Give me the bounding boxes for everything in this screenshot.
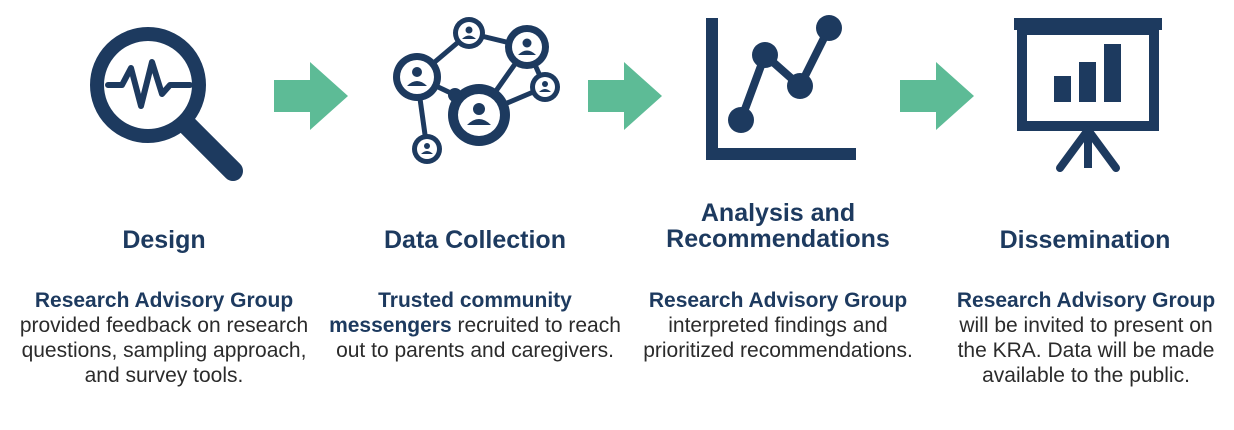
step-description: Research Advisory Group provided feedbac…	[14, 288, 314, 388]
step-description-text: recruited to reach out to parents and ca…	[336, 314, 621, 362]
step-description-bold: Research Advisory Group	[956, 289, 1216, 312]
step-title-dissemination: Dissemination	[999, 226, 1171, 254]
step-title-design: Design	[122, 226, 206, 254]
people-network-icon	[393, 17, 560, 164]
step-description-bold: Research Advisory Group	[648, 289, 908, 312]
step-description: Trusted community messengers recruited t…	[325, 288, 625, 363]
step-title-analysis: Analysis and Recommendations	[666, 199, 890, 253]
step-description-text: interpreted findings and prioritized rec…	[643, 314, 913, 362]
right-arrow-icon	[900, 62, 974, 130]
line-chart-icon	[706, 15, 856, 160]
step-description: Research Advisory Group interpreted find…	[638, 288, 918, 363]
step-description-text: will be invited to present on the KRA. D…	[957, 314, 1215, 387]
presentation-board-icon	[1014, 18, 1162, 172]
step-description-bold: Trusted community messengers	[329, 289, 572, 337]
magnifier-pulse-icon	[90, 27, 243, 181]
step-description-bold: Research Advisory Group	[34, 289, 294, 312]
step-description: Research Advisory Group will be invited …	[945, 288, 1227, 388]
step-description-text: provided feedback on research questions,…	[19, 314, 309, 387]
right-arrow-icon	[274, 62, 348, 130]
step-title-data-collection: Data Collection	[384, 226, 566, 254]
right-arrow-icon	[588, 62, 662, 130]
